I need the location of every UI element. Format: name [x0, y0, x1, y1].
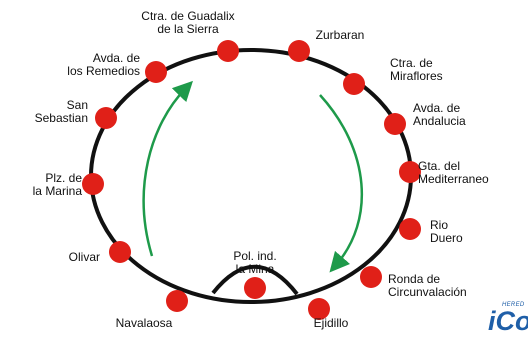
stop-label-pol-ind: Pol. ind. la Mina — [233, 249, 277, 276]
stop-marker-navalaosa — [166, 290, 188, 312]
stop-label-rio-duero: Rio Duero — [430, 218, 463, 245]
stop-marker-mediterraneo — [399, 161, 421, 183]
stop-marker-olivar — [109, 241, 131, 263]
arrow-clockwise-right — [319, 94, 364, 273]
logo-big-text: iCol — [488, 306, 528, 336]
stop-label-plz-marina: Plz. de la Marina — [32, 171, 82, 198]
stop-marker-rio-duero — [399, 218, 421, 240]
stop-marker-zurbaran — [288, 40, 310, 62]
stop-label-remedios: Avda. de los Remedios — [67, 51, 140, 78]
stop-marker-miraflores — [343, 73, 365, 95]
stops-layer — [82, 40, 421, 320]
stop-label-ejidillo: Ejidillo — [313, 316, 349, 330]
stop-label-olivar: Olivar — [68, 250, 100, 264]
pol-ind-loop — [211, 264, 299, 296]
stop-marker-ejidillo — [308, 298, 330, 320]
stop-label-guadalix: Ctra. de Guadalix de la Sierra — [141, 9, 235, 36]
logo: HERED iCol — [488, 296, 528, 340]
arrow-clockwise-left — [142, 80, 193, 257]
stop-label-navalaosa: Navalaosa — [115, 316, 173, 330]
stop-label-zurbaran: Zurbaran — [315, 28, 365, 42]
stop-marker-pol-ind — [244, 277, 266, 299]
stop-label-circunvalacion: Ronda de Circunvalación — [388, 272, 467, 299]
stop-marker-san-sebastian — [95, 107, 117, 129]
stop-label-miraflores: Ctra. de Miraflores — [390, 56, 443, 83]
stop-marker-circunvalacion — [360, 266, 382, 288]
stop-marker-remedios — [145, 61, 167, 83]
stop-marker-guadalix — [217, 40, 239, 62]
stop-label-andalucia: Avda. de Andalucia — [413, 101, 466, 128]
stop-marker-andalucia — [384, 113, 406, 135]
stop-label-mediterraneo: Gta. del Mediterraneo — [418, 159, 489, 186]
stop-marker-plz-marina — [82, 173, 104, 195]
logo-small-text: HERED — [502, 302, 525, 308]
stop-label-san-sebastian: San Sebastian — [34, 98, 88, 125]
